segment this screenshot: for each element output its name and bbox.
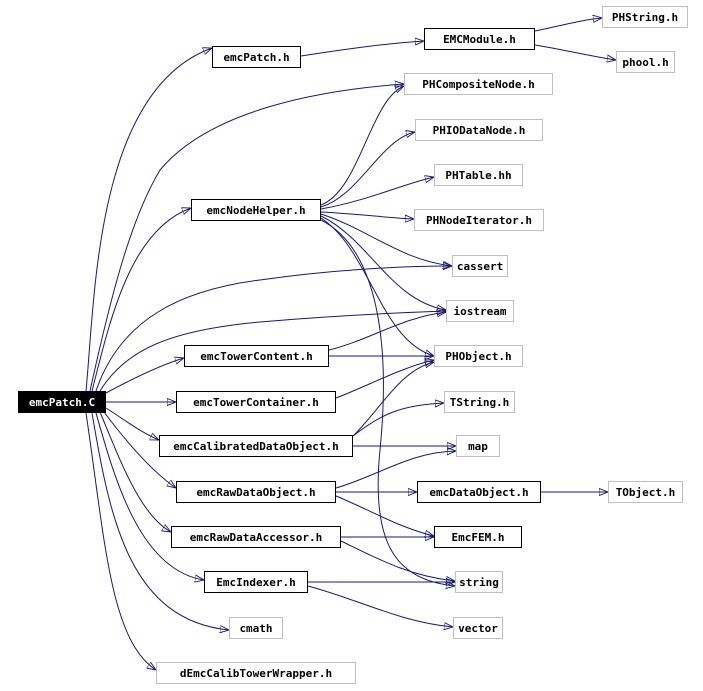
node-emcrawdataobject-h[interactable]: emcRawDataObject.h — [176, 481, 336, 503]
node-cmath[interactable]: cmath — [229, 617, 283, 639]
node-phnodeiterator-h[interactable]: PHNodeIterator.h — [414, 209, 544, 231]
edge-emcrawdataaccessor-h-to-string — [340, 540, 455, 581]
node-demccalibtowerwrapper-h[interactable]: dEmcCalibTowerWrapper.h — [156, 662, 356, 684]
node-map[interactable]: map — [456, 435, 500, 457]
node-phcompositenode-h[interactable]: PHCompositeNode.h — [404, 73, 553, 95]
edge-emcnodehelper-h-to-cassert — [320, 213, 452, 266]
node-phool-h[interactable]: phool.h — [616, 51, 675, 73]
node-phiodatanode-h[interactable]: PHIODataNode.h — [415, 119, 543, 141]
edge-emcmodule-h-to-phstring-h — [534, 18, 602, 32]
edge-emcpatch-c-to-emcnodehelper-h — [91, 208, 191, 392]
edge-emcmodule-h-to-phool-h — [534, 44, 616, 60]
edge-emcpatch-c-to-cassert — [95, 266, 452, 392]
node-emcdataobject-h[interactable]: emcDataObject.h — [417, 481, 541, 503]
edge-emcpatch-c-to-emcpatch-h — [85, 48, 212, 392]
node-emcpatch-h[interactable]: emcPatch.h — [212, 46, 301, 68]
edge-emcpatch-c-to-emctowercontent-h — [103, 358, 184, 395]
node-emccalibrateddataobject-h[interactable]: emcCalibratedDataObject.h — [159, 435, 353, 457]
edge-emcpatch-c-to-cmath — [91, 412, 229, 630]
edge-emcpatch-c-to-iostream — [99, 311, 446, 392]
edge-emcnodehelper-h-to-phtable-hh — [320, 177, 434, 210]
node-cassert[interactable]: cassert — [452, 255, 508, 277]
node-emcfem-h[interactable]: EmcFEM.h — [434, 526, 522, 548]
node-iostream[interactable]: iostream — [446, 300, 514, 322]
edge-emcpatch-c-to-phcompositenode-h — [89, 84, 404, 392]
node-vector[interactable]: vector — [453, 617, 503, 639]
edge-emctowercontainer-h-to-phobject-h — [335, 360, 434, 399]
edge-emcnodehelper-h-to-phiodatanode-h — [320, 132, 415, 208]
node-string[interactable]: string — [455, 571, 503, 593]
node-emctowercontainer-h[interactable]: emcTowerContainer.h — [176, 391, 336, 413]
node-phobject-h[interactable]: PHObject.h — [434, 345, 523, 367]
edge-emcnodehelper-h-to-phnodeiterator-h — [320, 211, 414, 219]
edge-emccalibrateddataobject-h-to-phobject-h — [352, 362, 434, 437]
edge-emcpatch-c-to-demccalibtowerwrapper-h — [85, 412, 156, 670]
node-emcindexer-h[interactable]: EmcIndexer.h — [204, 571, 308, 593]
edge-emcpatch-h-to-emcmodule-h — [300, 41, 424, 57]
edge-emcnodehelper-h-to-string — [320, 219, 455, 586]
node-emcpatch-c[interactable]: emcPatch.C — [18, 391, 106, 413]
node-phtable-hh[interactable]: PHTable.hh — [434, 164, 523, 186]
node-emctowercontent-h[interactable]: emcTowerContent.h — [184, 345, 329, 367]
edge-emcpatch-c-to-emcrawdataobject-h — [103, 411, 176, 488]
edge-emcnodehelper-h-to-phobject-h — [320, 217, 434, 356]
edge-emcpatch-c-to-emccalibrateddataobject-h — [105, 407, 159, 440]
edge-emctowercontent-h-to-iostream — [328, 312, 446, 351]
edge-emcindexer-h-to-vector — [307, 585, 453, 627]
node-emcnodehelper-h[interactable]: emcNodeHelper.h — [191, 199, 321, 221]
edge-emcpatch-c-to-emcrawdataaccessor-h — [99, 411, 171, 532]
node-tstring-h[interactable]: TString.h — [444, 391, 515, 413]
edge-emcnodehelper-h-to-phcompositenode-h — [320, 86, 404, 206]
node-tobject-h[interactable]: TObject.h — [608, 481, 683, 503]
edge-emcnodehelper-h-to-iostream — [320, 215, 446, 310]
edge-emccalibrateddataobject-h-to-tstring-h — [352, 403, 444, 437]
node-phstring-h[interactable]: PHString.h — [602, 6, 688, 28]
edge-emcrawdataobject-h-to-map — [335, 451, 456, 489]
node-emcrawdataaccessor-h[interactable]: emcRawDataAccessor.h — [171, 526, 341, 548]
edge-emcrawdataobject-h-to-emcfem-h — [335, 495, 434, 536]
edge-emcpatch-c-to-emcindexer-h — [95, 412, 204, 580]
node-emcmodule-h[interactable]: EMCModule.h — [424, 28, 535, 50]
